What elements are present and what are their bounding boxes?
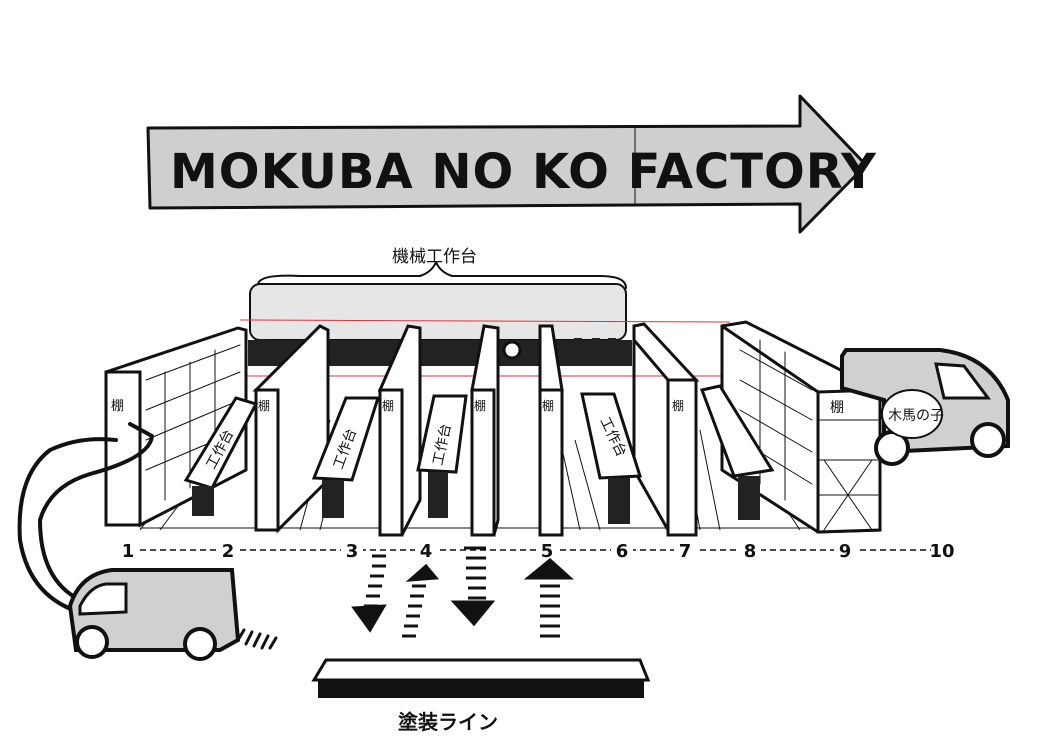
machine-bench-brace (257, 261, 627, 289)
scale-marks: 1 2 3 4 5 6 7 8 9 10 (117, 540, 955, 562)
shelf-label: 棚 (474, 398, 486, 413)
scale-mark-bg (117, 540, 139, 560)
scale-mark-bg (739, 540, 761, 560)
shelf-label: 棚 (258, 398, 270, 413)
paint-line-label: 塗装ライン (398, 710, 498, 734)
scale-mark-bg (611, 540, 633, 560)
banner-arrow-shape (146, 94, 868, 234)
truck-label: 木馬の子 (888, 408, 944, 424)
machine-icons (253, 338, 616, 362)
shelf-6: 棚 (632, 322, 700, 537)
shelf-label: 棚 (382, 398, 394, 413)
scale-mark-label: 3 (346, 541, 359, 562)
paint-line-base (318, 680, 644, 698)
shelf-label: 棚 (672, 398, 684, 413)
workbench-4: 工作台 (580, 392, 643, 524)
scale-mark-bg (415, 540, 437, 560)
flow-arrow-down (450, 546, 496, 627)
scale-mark-bg (536, 540, 558, 560)
scale-mark-label: 1 (122, 541, 135, 562)
banner-title: MOKUBA NO KO FACTORY (170, 144, 877, 200)
scale-mark-label: 8 (744, 541, 757, 562)
flow-arrow-down (351, 554, 387, 633)
scale-mark-label: 2 (222, 541, 235, 562)
shelf-label: 棚 (542, 398, 554, 413)
flow-arrows (351, 546, 574, 638)
shelf-label: 棚 (111, 399, 124, 414)
scale-mark-bg (217, 540, 239, 560)
workbench-5 (699, 384, 775, 520)
shelf-5: 棚 (538, 324, 564, 537)
shelf-2: 棚 (252, 324, 330, 534)
shelf-4: 棚 (470, 324, 500, 537)
paint-line: 塗装ライン (311, 658, 651, 734)
position-scale: 1 2 3 4 5 6 7 8 9 10 (117, 540, 955, 562)
shelf-3: 棚 (377, 324, 422, 537)
truck-right: 木馬の子 (840, 348, 1010, 466)
scale-mark-bg (674, 540, 696, 560)
red-guide-line (239, 319, 731, 323)
scale-mark-bg (834, 540, 856, 560)
shelf-label: 棚 (830, 400, 844, 416)
scale-mark-label: 9 (839, 541, 852, 562)
scale-mark-label: 7 (679, 541, 692, 562)
flow-arrow-up (523, 558, 574, 638)
workbench-3: 工作台 (416, 394, 468, 518)
machine-bench-label: 機械工作台 (392, 247, 477, 267)
paint-line-top (311, 658, 651, 682)
banner-arrow: MOKUBA NO KO FACTORY (146, 94, 877, 234)
scale-mark-bg (931, 540, 953, 560)
machine-bench-panel (249, 283, 627, 341)
workbench-2: 工作台 (311, 396, 381, 518)
scale-mark-label: 4 (420, 541, 433, 562)
flow-arrow-up (402, 563, 440, 638)
scale-mark-label: 10 (929, 541, 954, 562)
scale-mark-label: 6 (616, 541, 629, 562)
scale-mark-label: 5 (541, 541, 554, 562)
scale-mark-bg (341, 540, 363, 560)
van-left (17, 422, 278, 661)
